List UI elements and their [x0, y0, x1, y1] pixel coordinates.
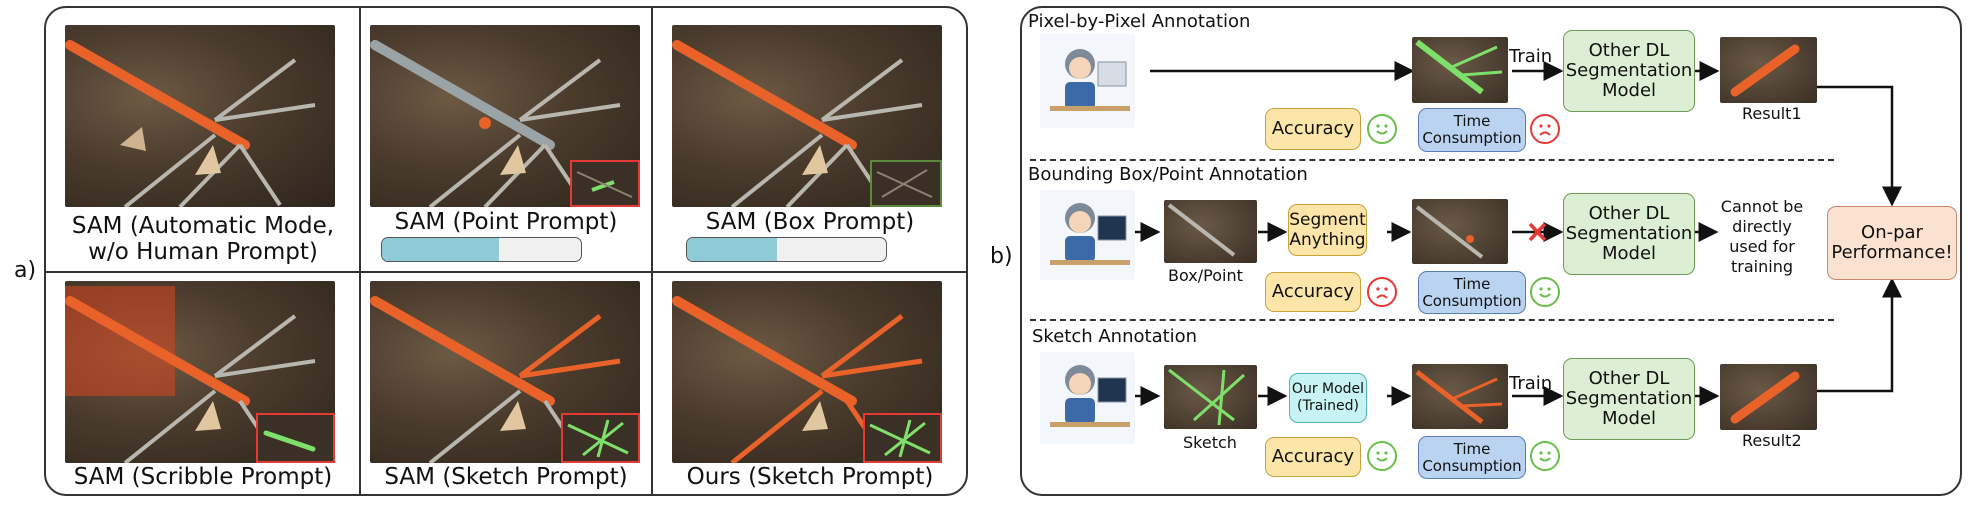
model-line: Segmentation: [1565, 388, 1693, 409]
happy-face-icon: [1367, 441, 1397, 471]
happy-face-icon: [1367, 114, 1397, 144]
box-point-label: Box/Point: [1168, 266, 1243, 285]
image-result1: [1720, 37, 1817, 103]
sketch-label: Sketch: [1183, 433, 1237, 452]
image-sam-automatic: [65, 25, 335, 207]
model-line: Model: [1601, 80, 1657, 101]
image-sam-output: [1412, 199, 1508, 264]
caption-ours-sketch: Ours (Sketch Prompt): [686, 464, 934, 490]
inset-point-prompt: [570, 160, 640, 207]
train-label-1: Train: [1509, 46, 1553, 67]
sad-face-icon: [1367, 277, 1397, 307]
time-line: Consumption: [1422, 291, 1522, 310]
caption-sam-automatic: SAM (Automatic Mode, w/o Human Prompt): [50, 213, 356, 265]
model-line: Other DL: [1588, 40, 1670, 61]
note-line: directly: [1732, 217, 1792, 236]
image-our-output: [1412, 364, 1508, 429]
image-pixel-annotation: [1412, 37, 1508, 103]
note-line: Cannot be: [1720, 197, 1804, 216]
panel-a-frame: [44, 6, 968, 496]
time-line: Time: [1453, 112, 1491, 130]
model-line: Segmentation: [1565, 60, 1693, 81]
progress-fill-point: [382, 238, 500, 261]
progress-fill-box: [687, 238, 777, 261]
section-title-sketch: Sketch Annotation: [1032, 326, 1198, 347]
note-line: used for: [1729, 237, 1795, 256]
happy-face-icon: [1530, 441, 1560, 471]
image-sam-scribble: [65, 281, 335, 463]
caption-sam-scribble: SAM (Scribble Prompt): [73, 464, 333, 490]
note-line: training: [1731, 257, 1793, 276]
model-line: Segmentation: [1565, 223, 1693, 244]
time-line: Consumption: [1422, 456, 1522, 475]
happy-face-icon: [1530, 277, 1560, 307]
image-result2: [1720, 364, 1817, 430]
accuracy-box-3: Accuracy: [1265, 437, 1361, 477]
panel-a-label: a): [14, 258, 37, 283]
caption-sam-point: SAM (Point Prompt): [394, 209, 618, 235]
section-title-pixel: Pixel-by-Pixel Annotation: [1028, 11, 1251, 32]
ourmodel-line: Our Model: [1291, 381, 1365, 397]
onpar-line: Performance!: [1831, 242, 1953, 263]
model-line: Other DL: [1588, 368, 1670, 389]
time-line: Time: [1453, 439, 1491, 458]
time-line: Consumption: [1422, 129, 1522, 147]
result1-label: Result1: [1742, 104, 1802, 123]
accuracy-box-2: Accuracy: [1265, 272, 1361, 312]
our-model-box: Our Model(Trained): [1289, 373, 1367, 423]
caption-line: w/o Human Prompt): [88, 239, 318, 265]
caption-sam-sketch: SAM (Sketch Prompt): [384, 464, 628, 490]
result2-label: Result2: [1742, 431, 1802, 450]
divider-vertical-2: [651, 8, 653, 494]
divider-horizontal: [46, 271, 966, 273]
caption-sam-box: SAM (Box Prompt): [705, 209, 915, 235]
train-label-2: Train: [1509, 373, 1553, 394]
sam-line: Anything: [1289, 230, 1366, 250]
annotator-illustration: [1040, 352, 1135, 444]
inset-sketch-prompt: [561, 413, 640, 463]
flow-arrows: [1135, 61, 1902, 406]
sad-face-icon: [1530, 114, 1560, 144]
divider-vertical-1: [359, 8, 361, 494]
sam-line: Segment: [1289, 210, 1366, 230]
time-line: Time: [1453, 274, 1491, 293]
inset-ours-sketch: [863, 413, 942, 463]
panel-b-frame: [1020, 6, 1962, 496]
inset-box-prompt: [870, 160, 942, 207]
progress-bar-point: [381, 237, 582, 262]
image-sketch: [1164, 365, 1257, 429]
model-line: Model: [1601, 408, 1657, 429]
progress-bar-box: [686, 237, 887, 262]
model-line: Other DL: [1588, 203, 1670, 224]
section-title-bbox: Bounding Box/Point Annotation: [1028, 164, 1308, 185]
image-box-point: [1164, 200, 1257, 263]
model-line: Model: [1601, 243, 1657, 264]
annotator-stressed-illustration: [1040, 34, 1135, 128]
section-divider-2: [1030, 319, 1834, 321]
caption-line: SAM (Automatic Mode,: [71, 213, 335, 239]
inset-scribble-prompt: [256, 413, 335, 463]
onpar-line: On-par: [1861, 222, 1923, 243]
annotator-illustration: [1040, 190, 1135, 280]
accuracy-box-1: Accuracy: [1265, 108, 1361, 150]
panel-b-label: b): [990, 244, 1013, 269]
ourmodel-line: (Trained): [1296, 398, 1359, 414]
section-divider-1: [1030, 159, 1834, 161]
